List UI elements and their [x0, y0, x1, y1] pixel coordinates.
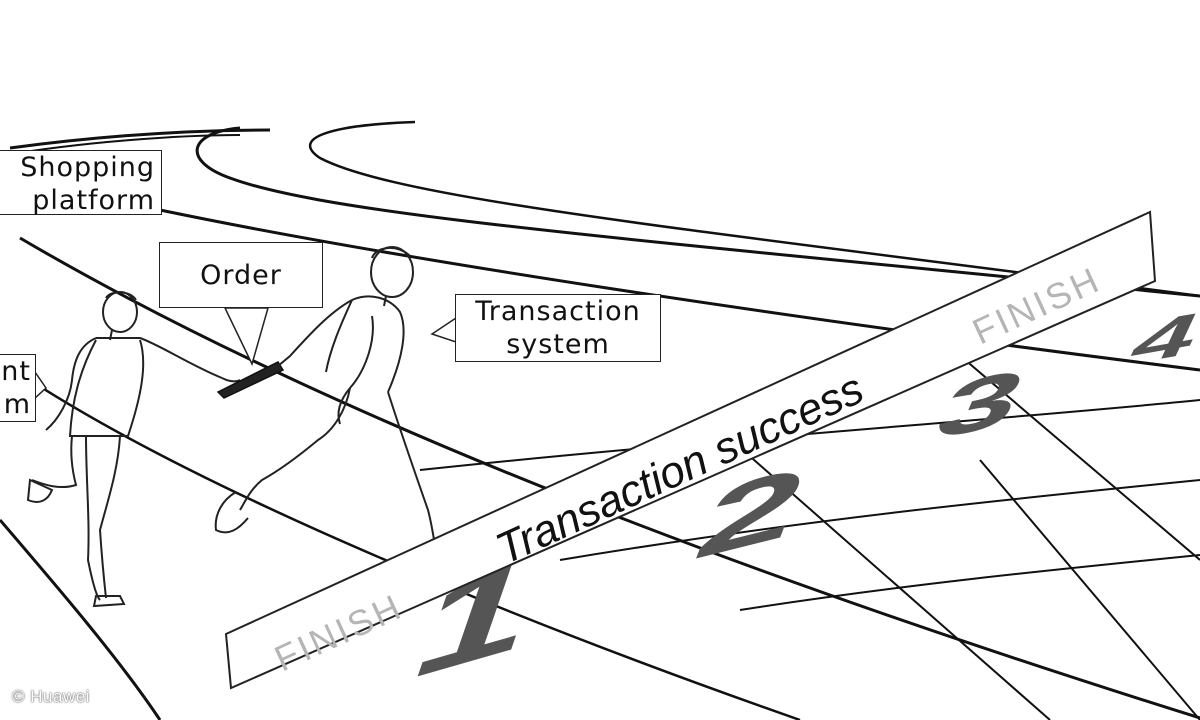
- callout-transaction-line-1: Transaction: [475, 296, 641, 327]
- ribbon-label: Transaction success: [489, 364, 871, 574]
- callout-transaction-system: Transaction system: [455, 294, 661, 362]
- callout-payment-system: nt m: [0, 354, 36, 422]
- lane-number-4: 4: [1119, 298, 1200, 378]
- callout-order-label: Order: [200, 260, 282, 291]
- relay-runner-right: [214, 246, 437, 553]
- callout-shopping-line-2: platform: [32, 185, 155, 216]
- callout-payment-line-1: nt: [1, 356, 31, 387]
- callout-payment-line-2: m: [3, 389, 31, 420]
- image-credit: © Huawei: [12, 687, 90, 706]
- callout-order: Order: [159, 242, 323, 308]
- track-lines: [0, 120, 1200, 720]
- callout-shopping-line-1: Shopping: [20, 152, 155, 183]
- baton: [216, 361, 285, 399]
- finish-ribbon: Transaction success FINISH FINISH: [224, 210, 1157, 690]
- callout-shopping-platform: Shopping platform: [0, 150, 162, 216]
- relay-runner-left: [26, 291, 241, 608]
- callout-transaction-line-2: system: [506, 329, 610, 360]
